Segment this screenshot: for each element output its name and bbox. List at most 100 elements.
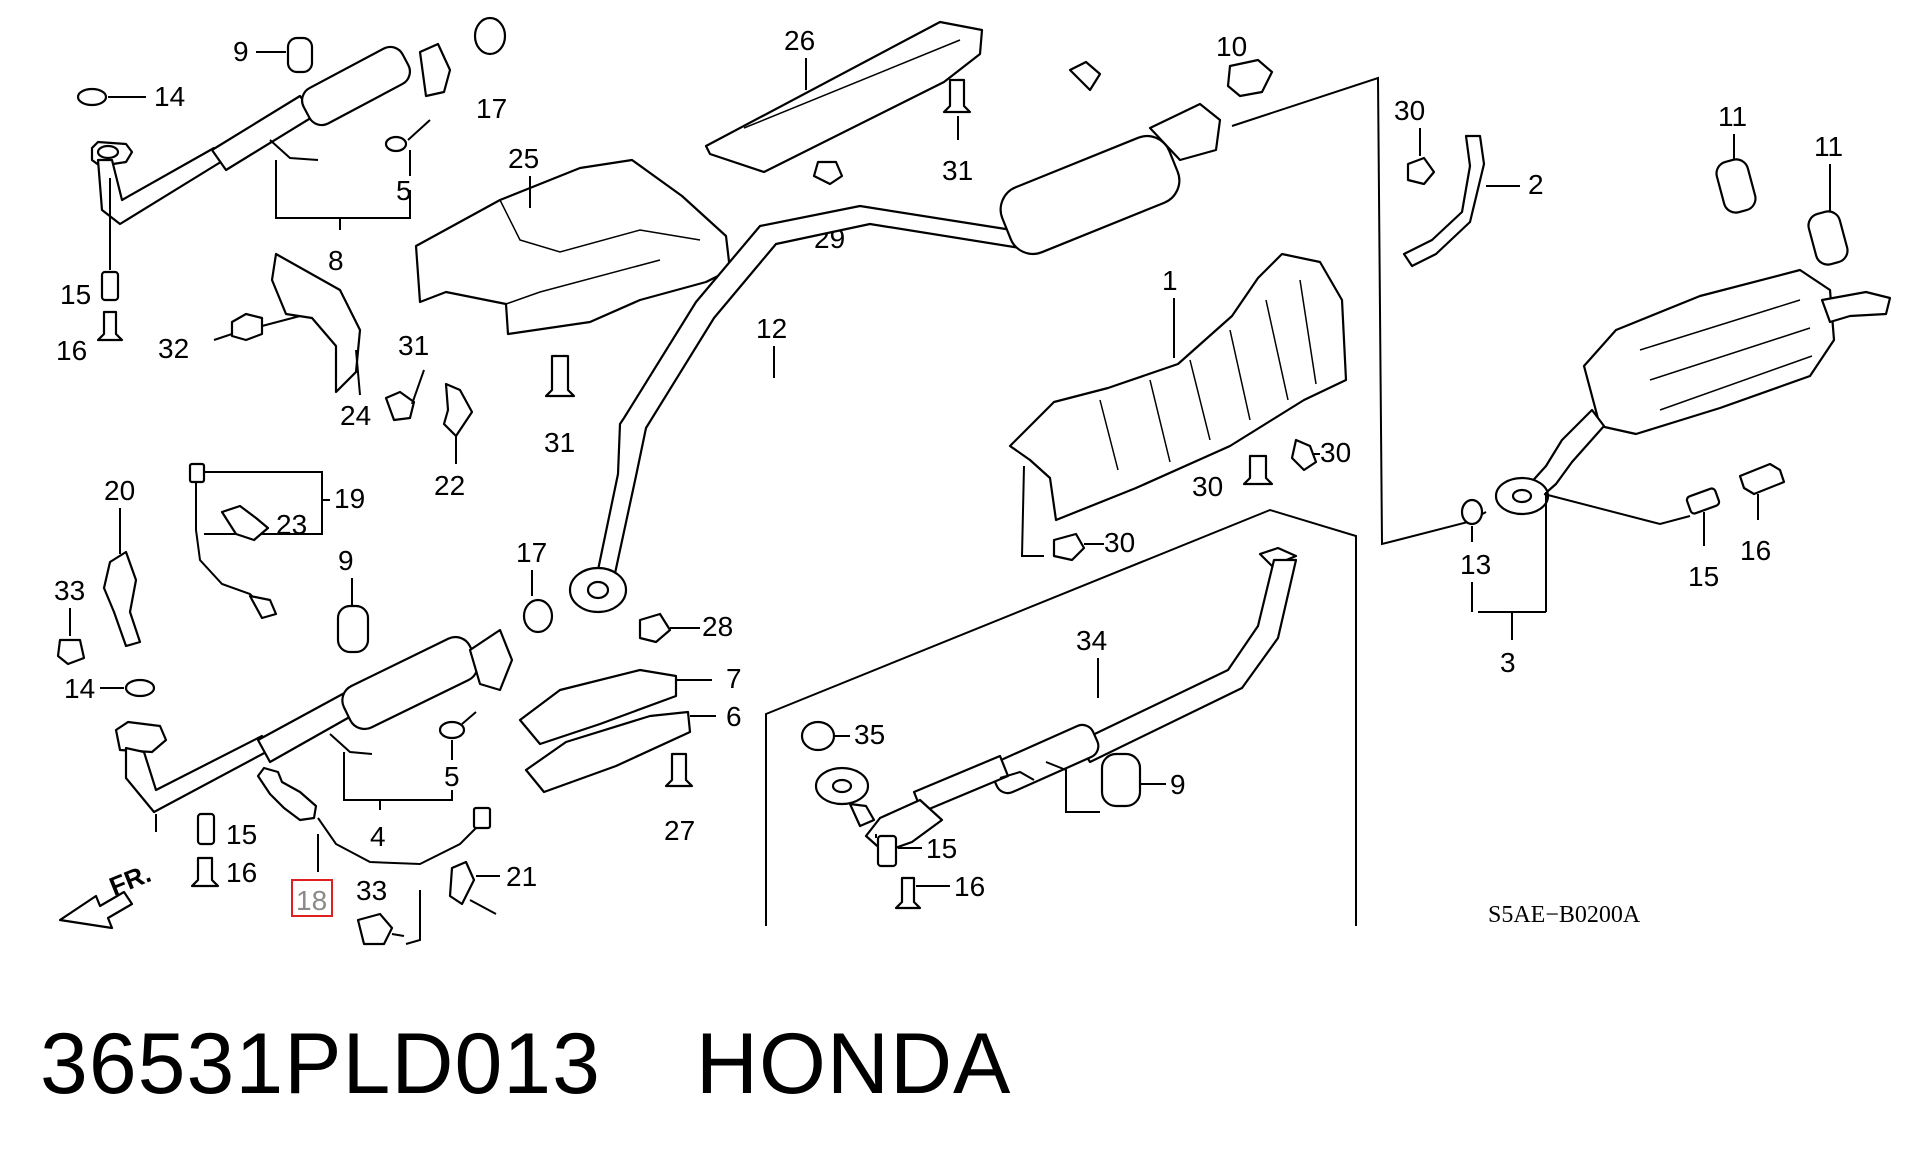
svg-text:2: 2 [1528, 169, 1544, 200]
callout-4: 4 [343, 752, 453, 852]
callout-11b: 11 [1807, 131, 1849, 266]
bracket-2: 30 2 [1394, 95, 1544, 268]
svg-text:19: 19 [334, 483, 365, 514]
callout-35: 35 [800, 719, 885, 752]
svg-text:23: 23 [276, 509, 307, 540]
svg-text:24: 24 [340, 400, 371, 431]
heat-shield-25: 25 [414, 143, 732, 336]
callout-11a: 11 [1715, 101, 1757, 214]
svg-text:15: 15 [226, 819, 257, 850]
heat-bracket-24: 32 24 [158, 252, 371, 431]
svg-text:20: 20 [104, 475, 135, 506]
bracket-20: 20 [102, 475, 142, 648]
callout-14a: 14 [76, 81, 185, 112]
muffler-3: 3 [1478, 268, 1892, 678]
callout-33b: 33 [356, 875, 405, 946]
svg-text:13: 13 [1460, 549, 1491, 580]
svg-text:31: 31 [544, 427, 575, 458]
callout-33a: 33 [54, 575, 85, 666]
callout-27: 27 [664, 752, 695, 846]
svg-text:8: 8 [328, 245, 344, 276]
svg-text:7: 7 [726, 663, 742, 694]
callout-8: 8 [275, 160, 411, 276]
callout-31a: 31 [384, 330, 429, 422]
svg-text:5: 5 [444, 761, 460, 792]
front-direction-arrow: FR. [58, 858, 155, 930]
svg-text:17: 17 [516, 537, 547, 568]
pipe-assembly-34: 34 [814, 546, 1298, 854]
svg-text:1: 1 [1162, 265, 1178, 296]
svg-text:11: 11 [1814, 131, 1843, 162]
callout-28: 28 [638, 611, 733, 644]
svg-text:16: 16 [56, 335, 87, 366]
svg-text:3: 3 [1500, 647, 1516, 678]
svg-text:31: 31 [398, 330, 429, 361]
callout-29: 29 [812, 160, 845, 254]
callout-14b: 14 [64, 673, 156, 704]
front-pipe-4 [114, 628, 514, 814]
svg-text:9: 9 [233, 36, 249, 67]
svg-text:35: 35 [854, 719, 885, 750]
callout-31b: 31 [544, 354, 575, 458]
svg-text:33: 33 [356, 875, 387, 906]
svg-text:14: 14 [154, 81, 185, 112]
callout-5b: 5 [438, 711, 477, 792]
footer-caption: 36531PLD013 HONDA [40, 1015, 1011, 1114]
front-pipe-assembly-upper [90, 42, 452, 226]
heat-shield-26: 26 [704, 20, 984, 174]
catalytic-converter-6: 6 [524, 701, 742, 794]
svg-text:4: 4 [370, 821, 386, 852]
callout-31c: 31 [942, 78, 973, 186]
svg-text:22: 22 [434, 470, 465, 501]
callout-15c-16c: 15 16 [155, 812, 257, 888]
svg-text:12: 12 [756, 313, 787, 344]
center-pipe-12: 12 [568, 60, 1222, 614]
svg-text:28: 28 [702, 611, 733, 642]
svg-text:25: 25 [508, 143, 539, 174]
svg-text:30: 30 [1192, 471, 1223, 502]
svg-text:30: 30 [1104, 527, 1135, 558]
callout-17b: 17 [516, 537, 554, 634]
callout-9a: 9 [233, 36, 314, 74]
svg-text:9: 9 [338, 545, 354, 576]
callout-30-group: 30 30 30 [1052, 437, 1351, 562]
svg-text:16: 16 [1740, 535, 1771, 566]
catalytic-converter-7: 7 [518, 663, 742, 746]
svg-text:21: 21 [506, 861, 537, 892]
svg-text:31: 31 [942, 155, 973, 186]
svg-text:14: 14 [64, 673, 95, 704]
svg-text:34: 34 [1076, 625, 1107, 656]
callout-13: 13 [1460, 498, 1491, 612]
svg-text:FR.: FR. [105, 858, 155, 902]
callout-15d-16d: 15 16 [875, 833, 985, 910]
callout-15b-16b: 15 16 [1685, 462, 1786, 592]
svg-text:15: 15 [1688, 561, 1719, 592]
svg-text:27: 27 [664, 815, 695, 846]
svg-text:30: 30 [1320, 437, 1351, 468]
svg-text:15: 15 [926, 833, 957, 864]
svg-text:30: 30 [1394, 95, 1425, 126]
callout-9c: 9 [1045, 752, 1186, 813]
callout-15a-16a: 15 16 [56, 178, 124, 366]
svg-text:26: 26 [784, 25, 815, 56]
svg-text:10: 10 [1216, 31, 1247, 62]
heat-shield-1: 1 [1008, 252, 1348, 557]
bracket-21: 21 [405, 860, 537, 945]
svg-text:9: 9 [1170, 769, 1186, 800]
sensor-wire-19: 19 [188, 462, 365, 620]
callout-5a: 5 [384, 119, 431, 206]
svg-text:16: 16 [954, 871, 985, 902]
svg-text:17: 17 [476, 93, 507, 124]
svg-text:16: 16 [226, 857, 257, 888]
part-number: 36531PLD013 [40, 1016, 601, 1112]
callout-17a: 17 [473, 16, 507, 124]
svg-text:18: 18 [296, 885, 327, 916]
svg-text:32: 32 [158, 333, 189, 364]
svg-text:5: 5 [396, 175, 412, 206]
callout-9b: 9 [336, 545, 370, 654]
highlighted-part-18: 18 [291, 879, 333, 917]
bracket-10: 10 [1216, 31, 1274, 98]
clip-22: 22 [434, 382, 474, 501]
svg-text:6: 6 [726, 701, 742, 732]
